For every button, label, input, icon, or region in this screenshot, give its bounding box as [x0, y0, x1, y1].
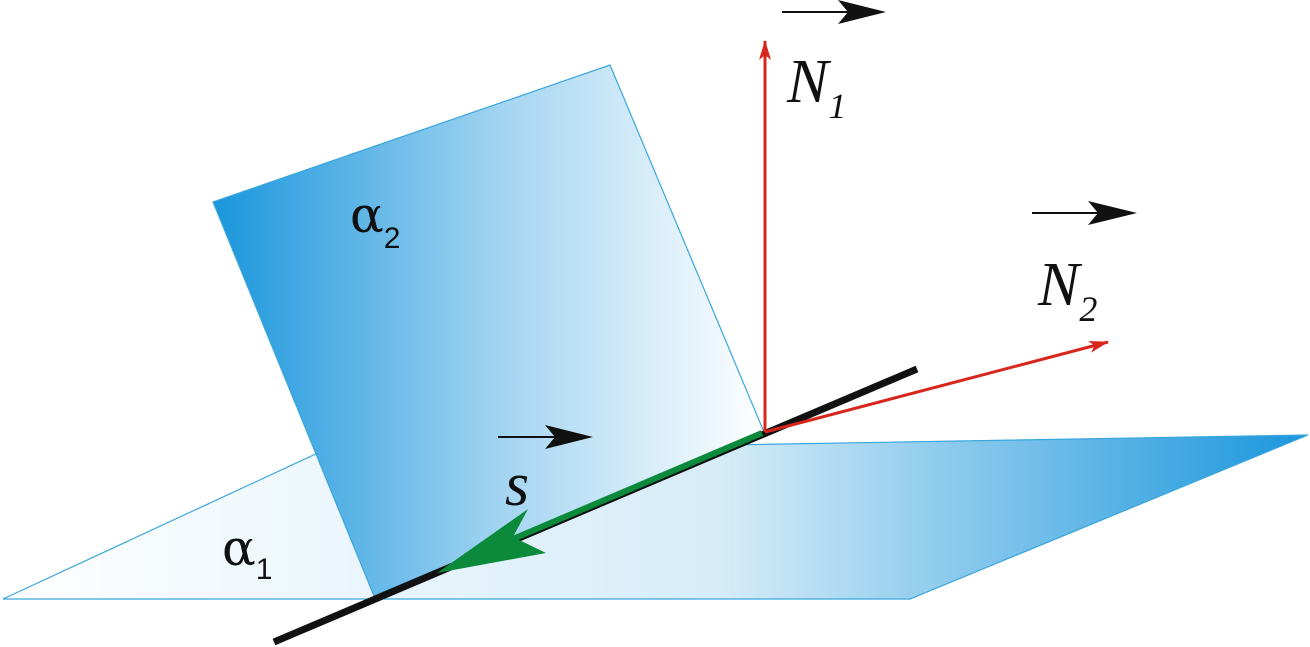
vector-mark-n2 — [1032, 201, 1137, 225]
label-n2: N2 — [1037, 251, 1097, 329]
label-s: s — [505, 451, 529, 519]
label-alpha2: α2 — [350, 186, 400, 255]
vector-mark-n1 — [782, 0, 886, 24]
vector-s-arrowhead — [437, 509, 546, 573]
label-alpha1: α1 — [222, 519, 272, 586]
vector-n2 — [764, 340, 1109, 434]
vector-s-shaft — [478, 430, 764, 556]
vector-mark-s — [498, 425, 593, 449]
label-n1: N1 — [786, 48, 846, 126]
